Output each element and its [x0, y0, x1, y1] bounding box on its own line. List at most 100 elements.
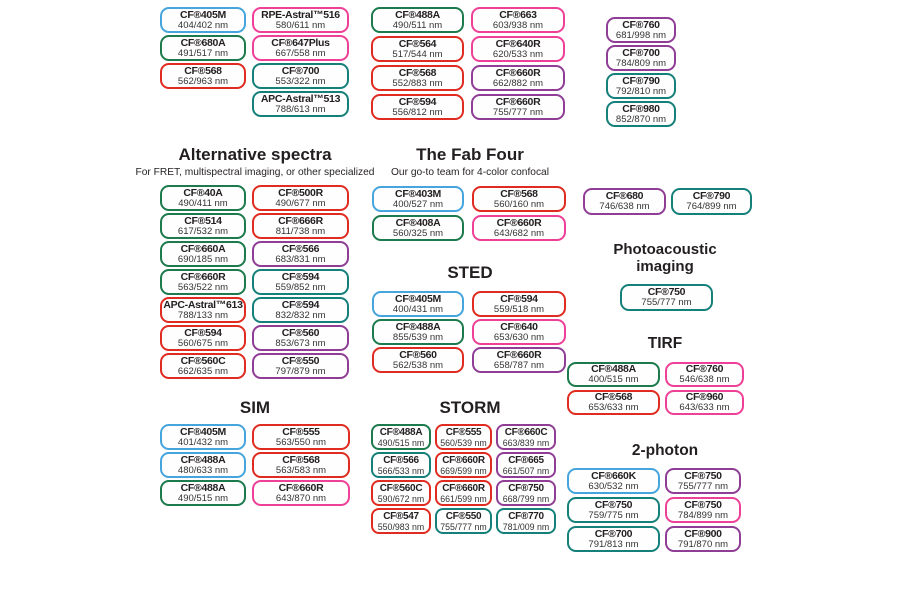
dye-name: CF®760 [622, 18, 660, 31]
dye-name: CF®660R [496, 216, 542, 229]
dye-name: CF®568 [282, 453, 320, 466]
fab-four-title: The Fab Four [416, 145, 524, 164]
dye-name: CF®640R [495, 37, 541, 50]
dye-wavelengths: 661/599 nm [440, 493, 487, 504]
dye-wavelengths: 590/672 nm [377, 493, 425, 504]
dye-wavelengths: 400/527 nm [392, 198, 444, 210]
dye-wavelengths: 480/633 nm [177, 464, 229, 476]
dye-wavelengths: 560/675 nm [177, 337, 229, 349]
dye-name: CF®500R [278, 186, 323, 199]
dye-name: CF®660K [591, 469, 636, 482]
dye-wavelengths: 552/883 nm [392, 77, 443, 89]
dye-name: CF®594 [398, 95, 437, 108]
dye-wavelengths: 562/963 nm [177, 75, 229, 87]
dye-wavelengths: 556/812 nm [392, 106, 443, 118]
dye-wavelengths: 788/133 nm [177, 309, 229, 321]
dye-name: CF®514 [184, 214, 222, 227]
dye-wavelengths: 563/550 nm [275, 436, 327, 448]
dye-wavelengths: 832/832 nm [275, 309, 326, 321]
dye-wavelengths: 653/633 nm [588, 402, 639, 413]
dye-name: CF®960 [685, 391, 724, 403]
dye-wavelengths: 759/775 nm [588, 509, 639, 521]
dye-name: APC-Astral™513 [260, 92, 341, 105]
dye-name: CF®568 [184, 64, 222, 77]
dye-wavelengths: 559/518 nm [493, 303, 545, 315]
dye-name: APC-Astral™613 [163, 298, 243, 311]
dye-wavelengths: 662/882 nm [492, 77, 544, 89]
dye-wavelengths: 490/411 nm [178, 197, 228, 209]
dye-wavelengths: 658/787 nm [493, 359, 545, 371]
dye-wavelengths: 746/638 nm [599, 201, 650, 212]
dye-wavelengths: 562/538 nm [392, 359, 444, 371]
dye-wavelengths: 781/009 nm [502, 521, 550, 532]
dye-name: CF®555 [282, 425, 320, 438]
dye-wavelengths: 491/517 nm [177, 47, 229, 59]
dye-name: CF®640 [500, 320, 538, 333]
dye-name: CF®660R [180, 270, 226, 283]
dye-name: CF®660A [180, 242, 226, 255]
dye-name: CF®665 [508, 454, 544, 466]
dye-wavelengths: 550/983 nm [377, 521, 425, 532]
dye-wavelengths: 563/583 nm [275, 464, 327, 476]
dye-name: CF®488A [395, 320, 441, 333]
dye-wavelengths: 400/431 nm [392, 303, 444, 315]
dye-wavelengths: 791/813 nm [588, 538, 639, 550]
dye-wavelengths: 792/810 nm [615, 85, 667, 97]
dye-wavelengths: 653/630 nm [493, 331, 545, 343]
dye-name: CF®660R [496, 348, 542, 361]
dye-name: CF®750 [594, 498, 633, 511]
dye-name: CF®750 [647, 286, 686, 298]
dye-wavelengths: 559/852 nm [275, 281, 326, 293]
dye-wavelengths: 663/839 nm [502, 437, 550, 448]
dye-name: CF®663 [499, 8, 537, 21]
dye-wavelengths: 755/777 nm [641, 297, 692, 308]
dye-name: CF®680A [180, 36, 226, 49]
alternative-spectra-title: Alternative spectra [178, 145, 332, 164]
dye-wavelengths: 855/539 nm [392, 331, 444, 343]
dye-wavelengths: 603/938 nm [492, 19, 544, 31]
dye-name: CF®488A [591, 363, 636, 375]
dye-wavelengths: 683/831 nm [275, 253, 326, 265]
dye-name: CF®660R [495, 66, 541, 79]
